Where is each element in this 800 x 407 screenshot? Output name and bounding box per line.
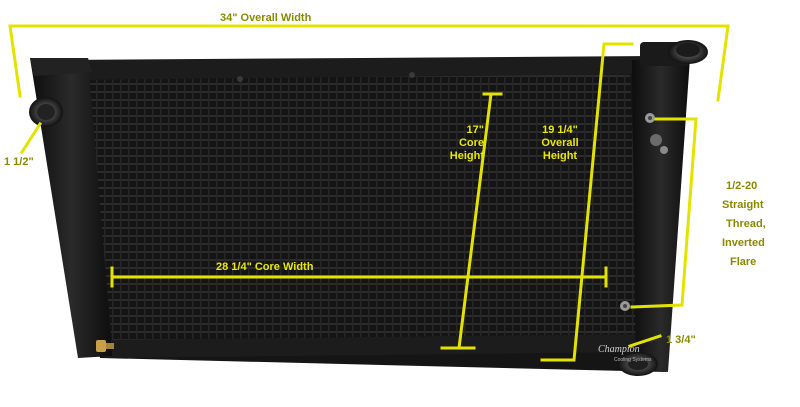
filler-neck — [668, 40, 708, 64]
inlet-size-label: 1 1/2" — [4, 156, 34, 168]
dimension-lines — [8, 24, 730, 362]
overall-height-line — [540, 42, 634, 362]
radiator-body — [32, 56, 666, 372]
thread-word-thread: Thread, — [726, 218, 766, 230]
thread-fitting-top — [645, 113, 668, 154]
outlet-pipe — [618, 352, 658, 376]
core-height-value: 17" — [466, 124, 484, 136]
overall-width-line — [8, 24, 730, 102]
drain-petcock-icon — [96, 340, 114, 352]
outlet-size-label: 1 3/4" — [666, 334, 696, 346]
core-height-word-core: Core — [458, 137, 484, 149]
inlet-pointer — [19, 121, 43, 155]
thread-word-inverted: Inverted — [722, 237, 765, 249]
thread-spec-label: 1/2-20 Straight Thread, Inverted Flare — [714, 177, 770, 272]
overall-height-word-overall: Overall — [541, 137, 579, 149]
thread-word-straight: Straight — [722, 199, 764, 211]
brand-tagline: Cooling Systems — [614, 357, 652, 363]
thread-size: 1/2-20 — [726, 180, 758, 192]
right-tank — [632, 42, 690, 372]
core-height-line — [457, 92, 493, 350]
overall-height-label: 19 1/4" Overall Height — [530, 124, 590, 163]
core-height-word-height: Height — [449, 150, 484, 162]
inlet-pipe — [29, 97, 63, 127]
overall-height-word-height: Height — [542, 150, 578, 162]
left-tank — [30, 58, 112, 358]
thread-bracket-line — [630, 117, 698, 309]
outlet-pointer — [628, 334, 662, 348]
core-height-label: 17" Core Height — [436, 124, 484, 163]
thread-word-flare: Flare — [730, 256, 757, 268]
overall-height-value: 19 1/4" — [542, 124, 578, 136]
thread-fitting-bottom — [620, 301, 630, 311]
brand-logo-text: Champion — [598, 344, 640, 355]
overall-width-label: 34" Overall Width — [220, 12, 312, 24]
core-width-label: 28 1/4" Core Width — [216, 261, 314, 273]
